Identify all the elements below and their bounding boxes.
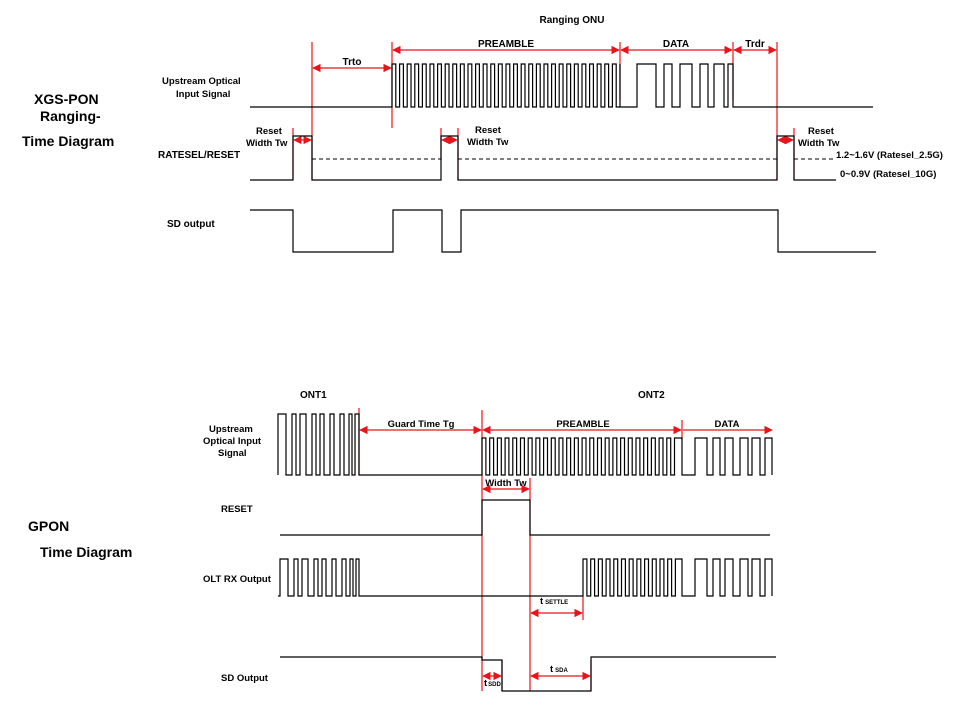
xgs-title-line3: Time Diagram [22,133,114,149]
gpon-reset-signal [280,499,770,536]
ratesel-reset-label: RATESEL/RESET [158,150,240,161]
gpon-preamble-label: PREAMBLE [556,419,609,430]
gpon-title-line2: Time Diagram [40,544,132,560]
t-sdd-label: tSDD [484,678,502,689]
t-sda-sub: SDA [555,668,568,674]
gpon-data-label: DATA [715,419,740,430]
gpon-upstream-label-line1: Upstream [209,424,253,435]
olt-rx-output-label: OLT RX Output [203,574,272,585]
width-tw-label: Width Tw [485,478,527,489]
gpon-sd-output-signal [280,656,776,692]
reset-width-label-2-line2: Width Tw [467,137,509,148]
xgs-sd-output-label: SD output [167,219,215,230]
reset-width-label-3-line1: Reset [808,126,835,137]
ont1-label: ONT1 [300,390,327,401]
gpon-upstream-signal [277,413,773,476]
gpon-upstream-label-line3: Signal [218,448,247,459]
xgs-upstream-signal [250,63,873,108]
reset-width-label-3-line2: Width Tw [798,138,840,149]
reset-width-label-1-line1: Reset [256,126,283,137]
trdr-label: Trdr [745,39,765,50]
t-sda-t: t [550,664,554,675]
reset-width-label-2-line1: Reset [475,125,502,136]
t-settle-sub: SETTLE [545,600,568,606]
ont2-label: ONT2 [638,390,665,401]
trto-label: Trto [343,57,362,68]
xgs-title-line1: XGS-PON [34,91,99,107]
gpon-upstream-label-line2: Optical Input [203,436,262,447]
gpon-section: GPON Time Diagram ONT1 ONT2 Guard Time T… [28,390,776,692]
xgs-pon-section: XGS-PON Ranging- Time Diagram Ranging ON… [22,15,943,253]
xgs-upstream-label-line1: Upstream Optical [162,76,241,87]
gpon-title-line1: GPON [28,518,69,534]
ratesel-reset-signal [250,135,836,181]
xgs-title-line2: Ranging- [40,108,101,124]
t-sdd-sub: SDD [488,682,501,688]
t-settle-t: t [540,596,544,607]
olt-rx-output-signal [278,558,773,597]
level-low-label: 0~0.9V (Ratesel_10G) [840,169,936,180]
xgs-preamble-label: PREAMBLE [478,39,534,50]
level-high-label: 1.2~1.6V (Ratesel_2.5G) [836,150,943,161]
guard-time-label: Guard Time Tg [388,419,455,430]
xgs-ranging-onu-label: Ranging ONU [540,15,605,26]
t-sdd-t: t [484,678,488,689]
xgs-upstream-label-line2: Input Signal [176,89,230,100]
gpon-sd-output-label: SD Output [221,673,269,684]
xgs-data-label: DATA [663,39,689,50]
reset-width-label-1-line2: Width Tw [246,138,288,149]
gpon-reset-label: RESET [221,504,253,515]
xgs-sd-output-signal [250,209,876,253]
